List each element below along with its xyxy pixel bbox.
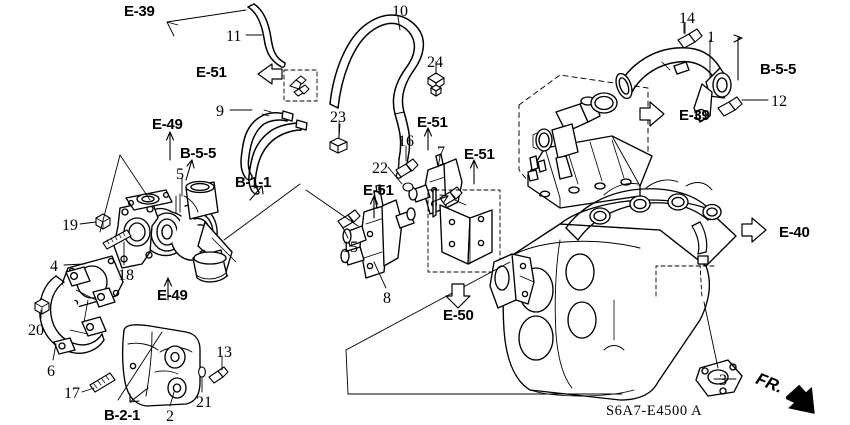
ref-e51-upper[interactable]: E-51 [417, 114, 448, 131]
ref-e39-right[interactable]: E-39 [679, 107, 710, 124]
callout-23[interactable]: 23 [330, 109, 346, 126]
ref-e39-top[interactable]: E-39 [124, 3, 155, 20]
ref-e49-bottom[interactable]: E-49 [157, 287, 188, 304]
callout-16[interactable]: 16 [398, 133, 414, 150]
callout-9[interactable]: 9 [216, 103, 224, 120]
ref-b11[interactable]: B-1-1 [235, 174, 272, 191]
callout-18[interactable]: 18 [118, 267, 134, 284]
callout-12[interactable]: 12 [771, 93, 787, 110]
callout-6[interactable]: 6 [47, 363, 55, 380]
diagram-code: S6A7-E4500 A [606, 403, 703, 419]
callout-15[interactable]: 15 [342, 239, 358, 256]
callout-4[interactable]: 4 [50, 258, 58, 275]
front-arrow-icon [786, 384, 815, 414]
ref-b55-left[interactable]: B-5-5 [180, 145, 217, 162]
callout-20[interactable]: 20 [28, 322, 44, 339]
ref-e49-left[interactable]: E-49 [152, 116, 183, 133]
ref-b55-right[interactable]: B-5-5 [760, 61, 797, 78]
callout-2[interactable]: 2 [166, 408, 174, 425]
ref-e51-top[interactable]: E-51 [196, 64, 227, 81]
callout-1[interactable]: 1 [707, 29, 715, 46]
callout-10[interactable]: 10 [392, 3, 408, 20]
callout-7[interactable]: 7 [437, 144, 445, 161]
ref-e51-mid[interactable]: E-51 [363, 182, 394, 199]
callout-5[interactable]: 5 [176, 166, 184, 183]
ref-e51-right[interactable]: E-51 [464, 146, 495, 163]
callout-19[interactable]: 19 [62, 217, 78, 234]
callout-21[interactable]: 21 [196, 394, 212, 411]
callout-3[interactable]: 3 [719, 372, 727, 389]
callout-22[interactable]: 22 [372, 160, 388, 177]
callout-8[interactable]: 8 [383, 290, 391, 307]
ref-b21[interactable]: B-2-1 [104, 407, 141, 424]
callout-11[interactable]: 11 [226, 28, 242, 45]
ref-e50[interactable]: E-50 [443, 307, 474, 324]
callout-13[interactable]: 13 [216, 344, 232, 361]
callout-14[interactable]: 14 [679, 10, 695, 27]
callout-24[interactable]: 24 [427, 54, 443, 71]
callout-17[interactable]: 17 [64, 385, 80, 402]
ref-e40[interactable]: E-40 [779, 224, 810, 241]
